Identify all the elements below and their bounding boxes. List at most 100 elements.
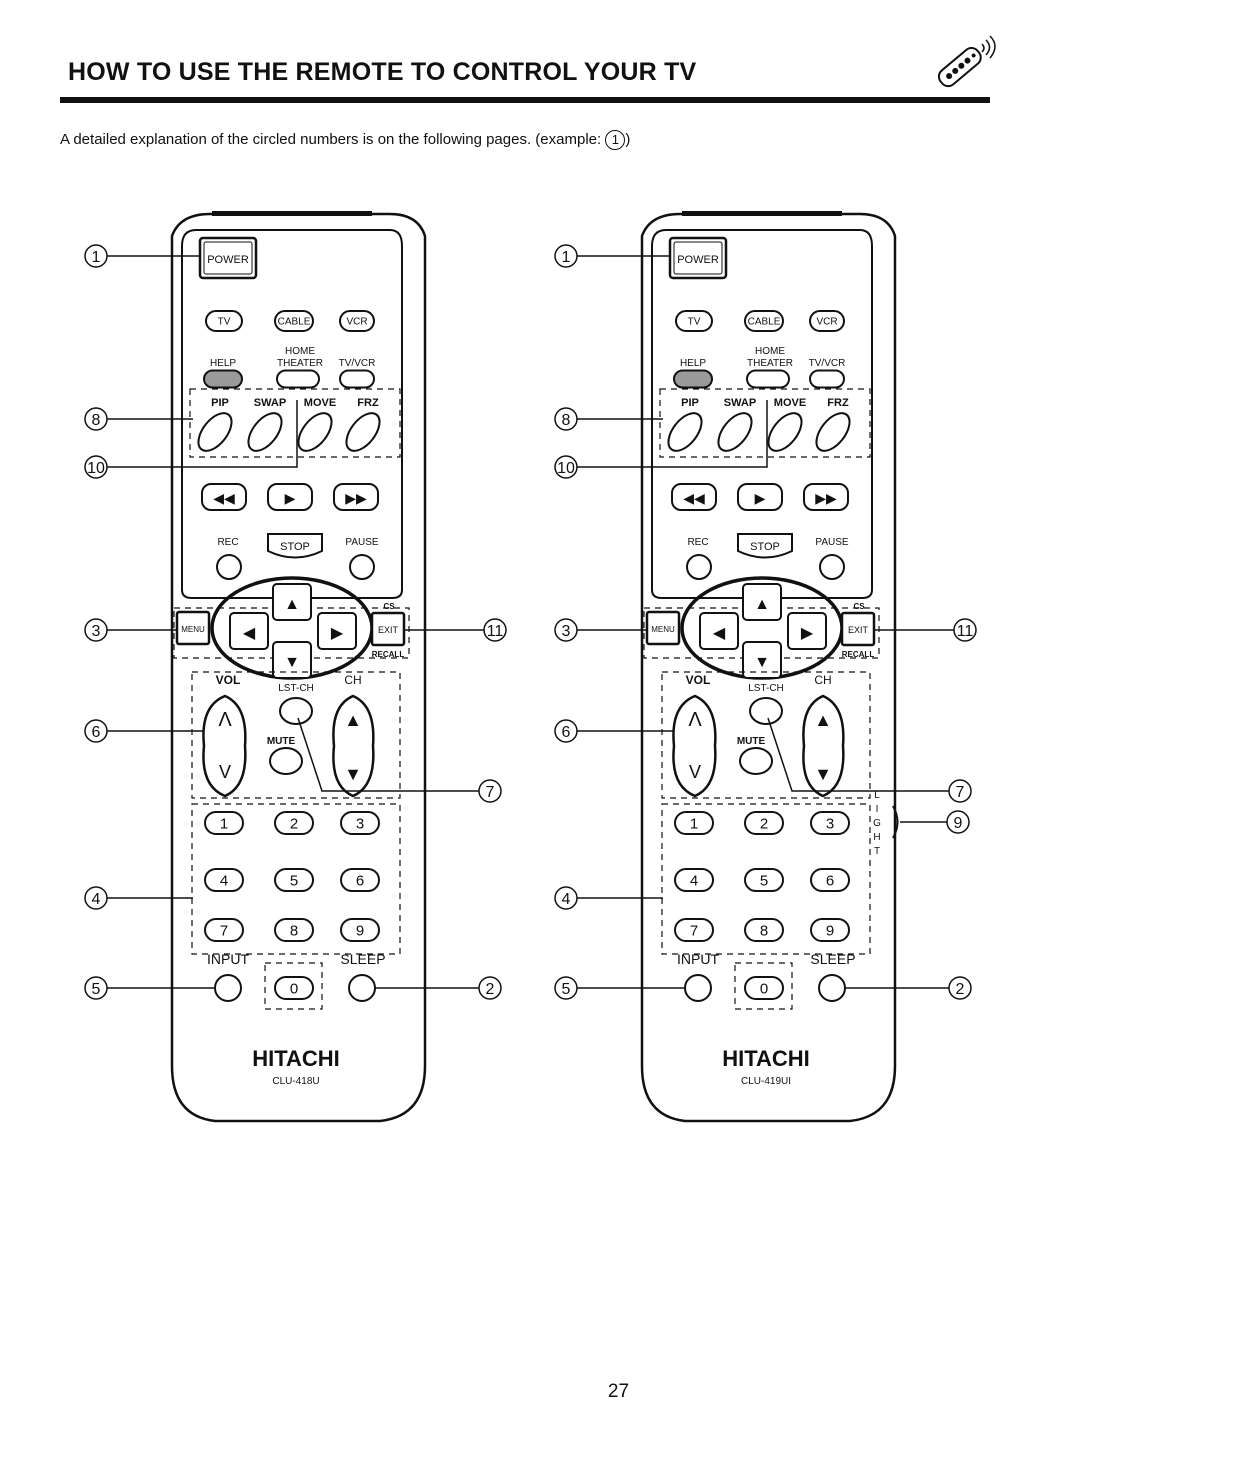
volume-rocker[interactable]: ΛV [672, 694, 717, 798]
help-button-shape[interactable] [203, 369, 243, 389]
exit-button[interactable]: EXIT [370, 611, 406, 647]
digit-button-7-shape[interactable] [674, 918, 714, 942]
menu-shape[interactable] [645, 610, 681, 646]
frz-shape[interactable] [810, 407, 856, 456]
digit-button-9[interactable]: 9 [340, 918, 380, 942]
channel-rocker[interactable]: ▲▼ [332, 694, 375, 798]
fast-forward-button-shape[interactable] [803, 483, 849, 511]
move-button[interactable] [762, 407, 808, 456]
pip-shape[interactable] [192, 407, 238, 456]
pip-shape[interactable] [662, 407, 708, 456]
down-arrow-button-shape[interactable] [272, 641, 312, 679]
power-button[interactable]: POWER [198, 236, 258, 280]
stop-shape[interactable] [737, 533, 793, 559]
cable-button-shape[interactable] [744, 310, 784, 332]
digit-button-3[interactable]: 3 [340, 811, 380, 835]
channel-shape[interactable] [332, 694, 375, 798]
power-shape[interactable] [198, 236, 258, 280]
input-button[interactable] [684, 974, 712, 1002]
rewind-button-shape[interactable] [201, 483, 247, 511]
digit-button-1[interactable]: 1 [674, 811, 714, 835]
tvvcr-button-shape[interactable] [339, 369, 375, 389]
pip-button[interactable] [192, 407, 238, 456]
pause-button[interactable] [819, 554, 845, 580]
frz-button[interactable] [810, 407, 856, 456]
pause-button[interactable] [349, 554, 375, 580]
rec-button[interactable] [216, 554, 242, 580]
digit-button-6-shape[interactable] [340, 868, 380, 892]
tv-button-shape[interactable] [675, 310, 713, 332]
rewind-button[interactable]: ◀◀ [201, 483, 247, 511]
cable-button-shape[interactable] [274, 310, 314, 332]
digit-button-7-shape[interactable] [204, 918, 244, 942]
digit-button-6[interactable]: 6 [810, 868, 850, 892]
digit-button-8[interactable]: 8 [744, 918, 784, 942]
mute-button[interactable] [739, 747, 773, 775]
power-button[interactable]: POWER [668, 236, 728, 280]
rewind-button-shape[interactable] [671, 483, 717, 511]
digit-button-6[interactable]: 6 [340, 868, 380, 892]
digit-button-8[interactable]: 8 [274, 918, 314, 942]
help-button[interactable] [203, 369, 243, 389]
move-shape[interactable] [292, 407, 338, 456]
digit-button-1-shape[interactable] [674, 811, 714, 835]
up-arrow-button[interactable]: ▲ [272, 583, 312, 621]
left-arrow-button[interactable]: ◀ [699, 612, 739, 650]
tv-button-shape[interactable] [205, 310, 243, 332]
help-button-shape[interactable] [673, 369, 713, 389]
play-button-shape[interactable] [737, 483, 783, 511]
pip-button[interactable] [662, 407, 708, 456]
home-theater-button[interactable] [746, 369, 790, 389]
down-arrow-button-shape[interactable] [742, 641, 782, 679]
left-arrow-button-shape[interactable] [699, 612, 739, 650]
digit-button-3-shape[interactable] [340, 811, 380, 835]
power-shape[interactable] [668, 236, 728, 280]
up-arrow-button[interactable]: ▲ [742, 583, 782, 621]
up-arrow-button-shape[interactable] [742, 583, 782, 621]
swap-button[interactable] [242, 407, 288, 456]
mute-button[interactable] [269, 747, 303, 775]
exit-shape[interactable] [370, 611, 406, 647]
home-theater-button-shape[interactable] [276, 369, 320, 389]
home-theater-button[interactable] [276, 369, 320, 389]
up-arrow-button-shape[interactable] [272, 583, 312, 621]
volume-rocker[interactable]: ΛV [202, 694, 247, 798]
menu-button[interactable]: MENU [645, 610, 681, 646]
tvvcr-button[interactable] [339, 369, 375, 389]
move-shape[interactable] [762, 407, 808, 456]
sleep-button[interactable] [348, 974, 376, 1002]
digit-button-0-shape[interactable] [744, 976, 784, 1000]
digit-button-4-shape[interactable] [204, 868, 244, 892]
sleep-button[interactable] [818, 974, 846, 1002]
digit-button-0[interactable]: 0 [744, 976, 784, 1000]
digit-button-4[interactable]: 4 [674, 868, 714, 892]
digit-button-9-shape[interactable] [340, 918, 380, 942]
digit-button-5[interactable]: 5 [274, 868, 314, 892]
stop-button[interactable]: STOP [267, 533, 323, 559]
volume-shape[interactable] [202, 694, 247, 798]
left-arrow-button[interactable]: ◀ [229, 612, 269, 650]
play-button[interactable]: ▶ [737, 483, 783, 511]
right-arrow-button[interactable]: ▶ [317, 612, 357, 650]
digit-button-3[interactable]: 3 [810, 811, 850, 835]
play-button[interactable]: ▶ [267, 483, 313, 511]
input-button[interactable] [214, 974, 242, 1002]
down-arrow-button[interactable]: ▼ [742, 641, 782, 679]
frz-shape[interactable] [340, 407, 386, 456]
digit-button-9-shape[interactable] [810, 918, 850, 942]
stop-shape[interactable] [267, 533, 323, 559]
right-arrow-button[interactable]: ▶ [787, 612, 827, 650]
light-button[interactable] [892, 805, 899, 839]
stop-button[interactable]: STOP [737, 533, 793, 559]
digit-button-2[interactable]: 2 [744, 811, 784, 835]
play-button-shape[interactable] [267, 483, 313, 511]
digit-button-4-shape[interactable] [674, 868, 714, 892]
digit-button-2-shape[interactable] [274, 811, 314, 835]
lst-ch-button[interactable] [749, 697, 783, 725]
fast-forward-button[interactable]: ▶▶ [803, 483, 849, 511]
digit-button-5-shape[interactable] [274, 868, 314, 892]
digit-button-3-shape[interactable] [810, 811, 850, 835]
home-theater-button-shape[interactable] [746, 369, 790, 389]
digit-button-9[interactable]: 9 [810, 918, 850, 942]
help-button[interactable] [673, 369, 713, 389]
